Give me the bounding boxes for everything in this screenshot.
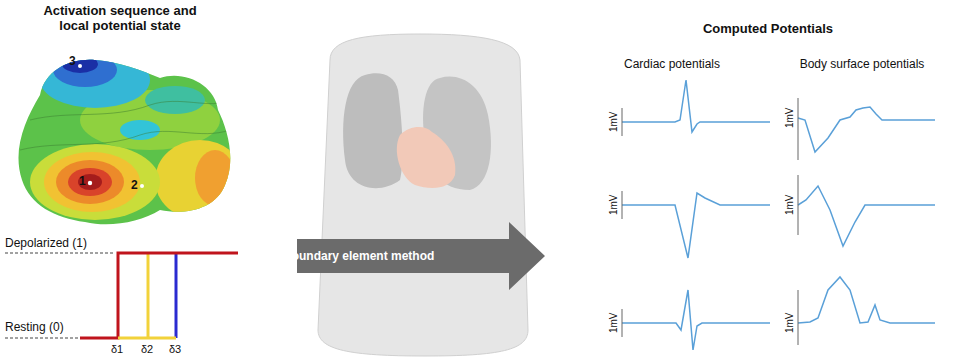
scale-label: 1mV bbox=[607, 112, 619, 133]
panel-title: Activation sequence and local potential … bbox=[33, 4, 208, 34]
process-arrow: Boundary element method bbox=[297, 222, 545, 290]
activation-map bbox=[0, 40, 250, 240]
scale-label: 1mV bbox=[607, 313, 619, 334]
scale-label: 1mV bbox=[783, 108, 795, 129]
scale-label: 1mV bbox=[783, 195, 795, 216]
delay-label: δ2 bbox=[141, 343, 153, 356]
arrow-label: Boundary element method bbox=[283, 249, 434, 263]
scale-label: 1mV bbox=[607, 195, 619, 216]
delay-label: δ3 bbox=[169, 343, 181, 356]
callout-number: 3 bbox=[69, 55, 76, 69]
state-label: Resting (0) bbox=[5, 321, 64, 335]
signal-traces bbox=[622, 80, 935, 350]
column-title: Cardiac potentials bbox=[624, 58, 720, 72]
column-title: Body surface potentials bbox=[800, 58, 925, 72]
callout-number: 2 bbox=[131, 179, 138, 193]
callout-number: 1 bbox=[79, 175, 86, 189]
scale-label: 1mV bbox=[783, 313, 795, 334]
panel-title: Computed Potentials bbox=[703, 22, 833, 37]
state-label: Depolarized (1) bbox=[5, 237, 87, 251]
delay-label: δ1 bbox=[111, 343, 123, 356]
